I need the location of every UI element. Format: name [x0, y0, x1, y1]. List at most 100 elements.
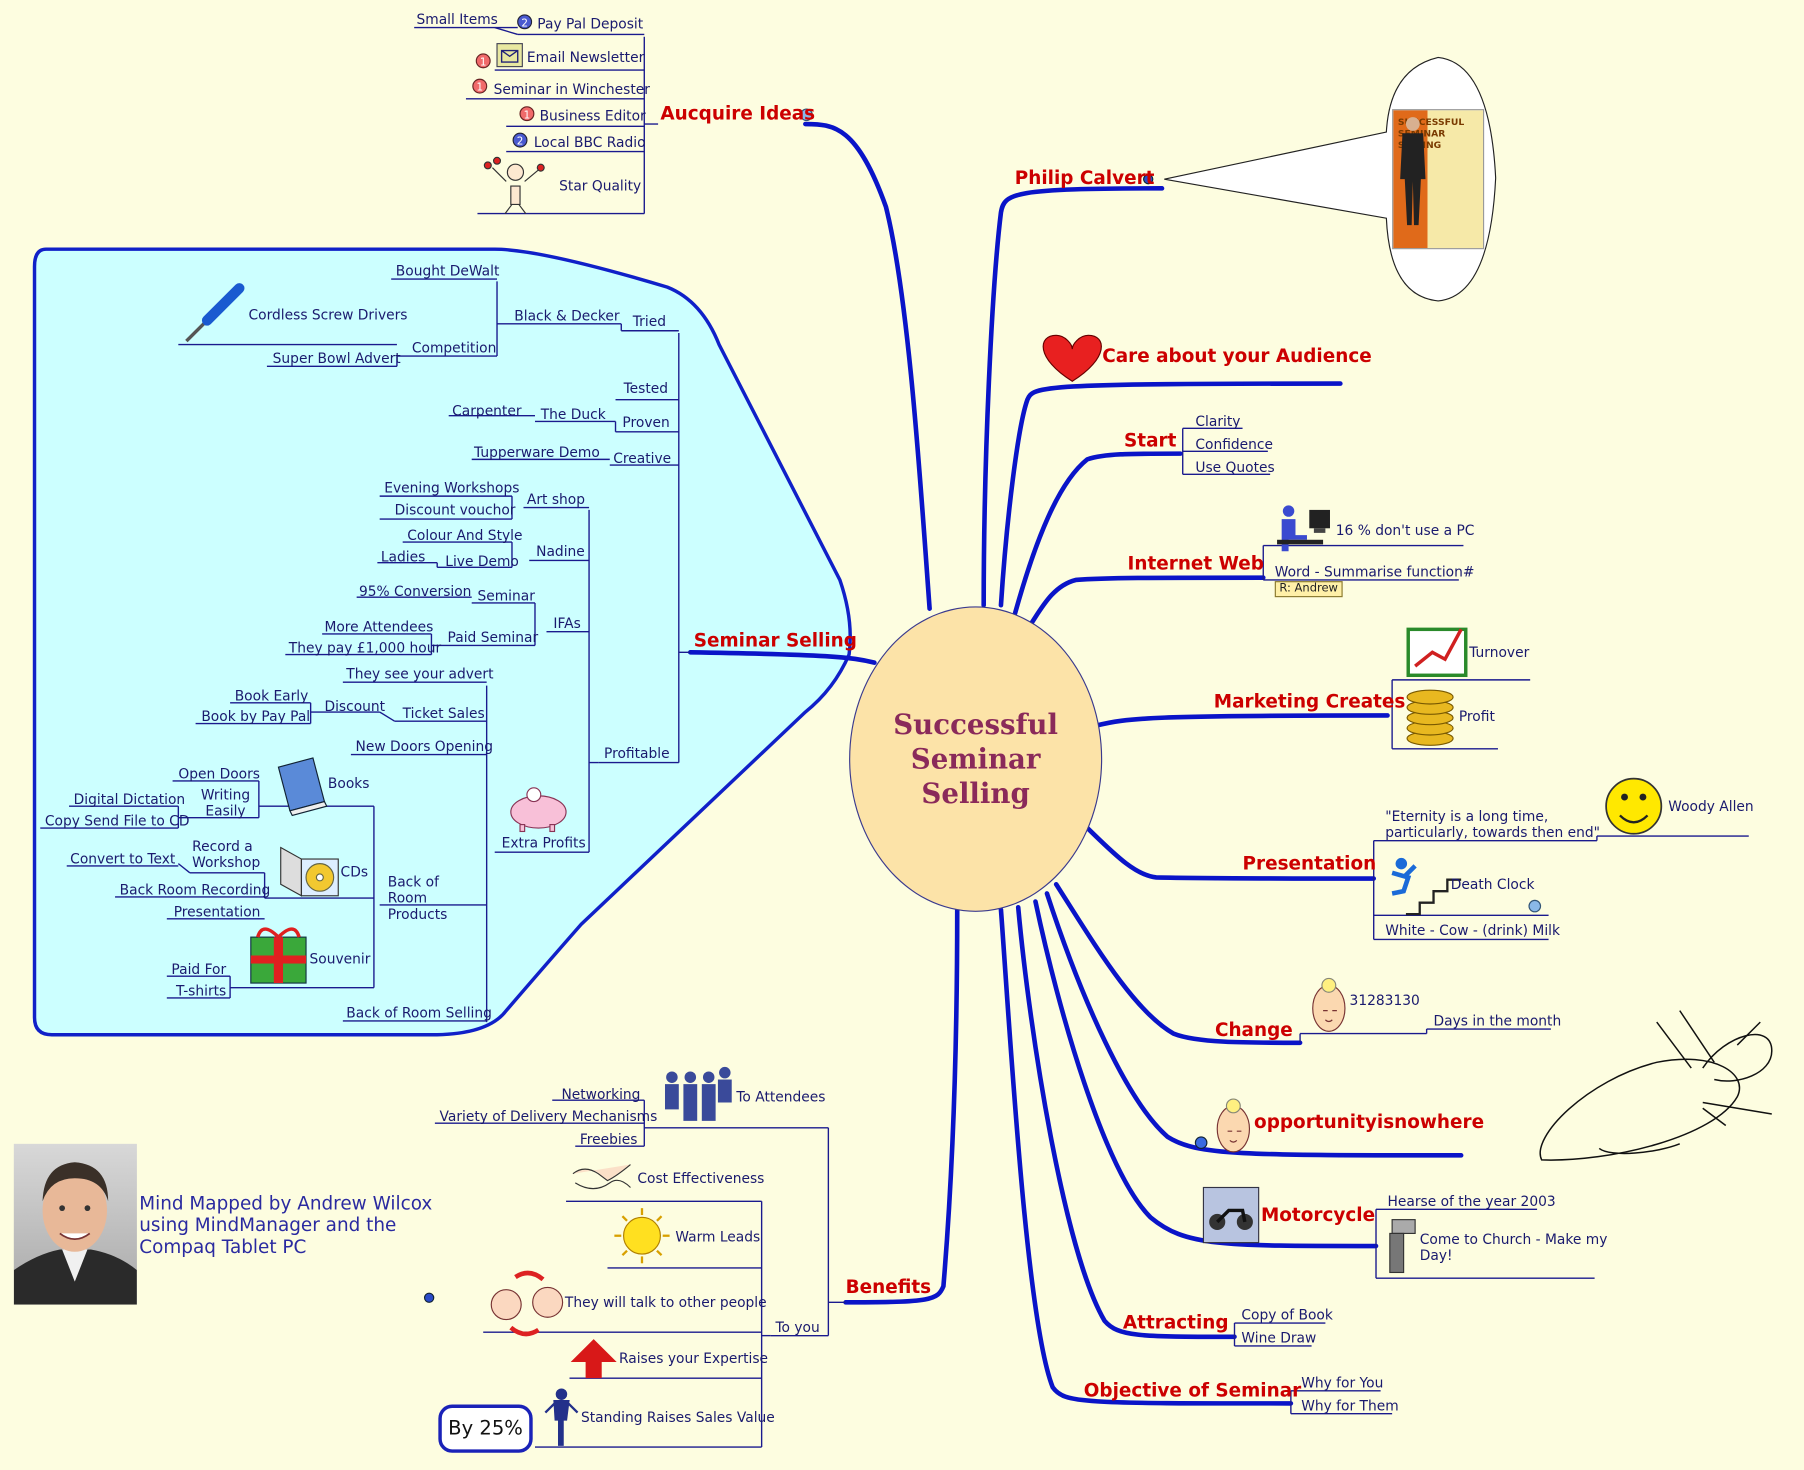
author-photo-drawing	[13, 1162, 137, 1305]
link-icon-left	[423, 1292, 435, 1303]
radio-priority-icon: 2	[512, 132, 528, 148]
death-clock: Death Clock	[1450, 876, 1535, 893]
sun-icon	[614, 1208, 670, 1264]
email-priority-icon: 1	[475, 53, 491, 68]
cost-effectiveness: Cost Effectiveness	[637, 1170, 765, 1187]
topic-opportunity[interactable]: opportunityisnowhere	[1254, 1110, 1485, 1133]
idea-head-icon-2	[1216, 1098, 1251, 1153]
hearse: Hearse of the year 2003	[1387, 1193, 1556, 1210]
topic-start[interactable]: Start	[1124, 429, 1177, 452]
topic-attracting[interactable]: Attracting	[1122, 1311, 1229, 1334]
copy-send-file: Copy Send File to CD	[44, 813, 190, 830]
editor-priority-icon: 1	[519, 106, 535, 121]
svg-text:2: 2	[517, 136, 524, 148]
tried: Tried	[632, 313, 666, 330]
evening-workshops: Evening Workshops	[384, 480, 520, 497]
to-you: To you	[775, 1319, 820, 1336]
gift-icon	[250, 927, 307, 984]
colour-and-style: Colour And Style	[407, 527, 523, 544]
discount: Discount	[324, 698, 386, 715]
ticket-sales: Ticket Sales	[402, 705, 485, 722]
writing-easily: Writing Easily	[200, 786, 251, 819]
topic-internet-web[interactable]: Internet Web	[1127, 552, 1264, 575]
topic-objective[interactable]: Objective of Seminar	[1083, 1379, 1302, 1402]
heart-icon	[1042, 334, 1102, 382]
networking: Networking	[561, 1086, 641, 1103]
tupperware-demo: Tupperware Demo	[474, 444, 600, 461]
author-photo	[13, 1143, 137, 1305]
carpenter: Carpenter	[452, 403, 522, 420]
topic-care-audience[interactable]: Care about your Audience	[1102, 344, 1372, 367]
days-in-month: Days in the month	[1433, 1012, 1562, 1030]
proven: Proven	[622, 414, 670, 431]
warm-leads: Warm Leads	[675, 1228, 761, 1245]
central-topic[interactable]: Successful Seminar Selling	[849, 606, 1103, 912]
start-clarity: Clarity	[1195, 413, 1241, 430]
eternity-quote: "Eternity is a long time, particularly, …	[1385, 808, 1601, 841]
svg-text:1: 1	[480, 56, 487, 68]
conversion: 95% Conversion	[358, 583, 472, 600]
competition: Competition	[411, 339, 497, 357]
gossip-icon	[490, 1270, 564, 1337]
profitable: Profitable	[604, 745, 670, 762]
cds: CDs	[340, 863, 369, 880]
seminar-selling-boundary	[32, 247, 852, 1037]
change-number: 31283130	[1349, 992, 1420, 1009]
paypal-priority-icon: 2	[517, 14, 533, 29]
smiley-icon	[1605, 777, 1663, 835]
super-bowl-advert: Super Bowl Advert	[272, 350, 401, 367]
coins-icon	[1406, 689, 1454, 746]
motorcycle-icon	[1202, 1186, 1260, 1244]
standing-person-icon	[544, 1388, 579, 1446]
they-see-advert: They see your advert	[346, 666, 494, 683]
acquire-email-newsletter: Email Newsletter	[526, 49, 645, 66]
cd-icon	[280, 846, 339, 897]
talk-to-others: They will talk to other people	[564, 1294, 767, 1311]
by-25-badge: By 25%	[438, 1404, 533, 1453]
ifas: IFAs	[553, 615, 581, 632]
topic-presentation[interactable]: Presentation	[1242, 852, 1377, 874]
priority-2-text: 2	[521, 17, 528, 29]
bought-dewalt: Bought DeWalt	[395, 262, 500, 280]
topic-change[interactable]: Change	[1214, 1018, 1293, 1041]
souvenir: Souvenir	[309, 950, 371, 967]
back-of-room-selling: Back of Room Selling	[346, 1004, 492, 1021]
digital-dictation: Digital Dictation	[73, 791, 186, 808]
start-use-quotes: Use Quotes	[1195, 459, 1275, 476]
creative: Creative	[613, 450, 672, 467]
topic-philip-calvert[interactable]: Philip Calvert	[1014, 166, 1155, 189]
acquire-business-editor: Business Editor	[539, 107, 646, 125]
idea-head-icon	[1312, 977, 1346, 1032]
topic-benefits[interactable]: Benefits	[845, 1275, 932, 1298]
variety-delivery: Variety of Delivery Mechanisms	[439, 1108, 658, 1125]
central-topic-title: Successful Seminar Selling	[893, 707, 1059, 810]
topic-seminar-selling[interactable]: Seminar Selling	[693, 629, 857, 652]
book-early: Book Early	[234, 687, 309, 704]
review-note[interactable]: R: Andrew	[1274, 581, 1343, 598]
topic-marketing-creates[interactable]: Marketing Creates	[1213, 690, 1406, 713]
more-attendees: More Attendees	[324, 619, 434, 636]
stairs-fall-icon	[1391, 857, 1462, 916]
freebies: Freebies	[579, 1131, 638, 1148]
turnover: Turnover	[1469, 644, 1530, 661]
paid-seminar: Paid Seminar	[447, 629, 539, 646]
topic-acquire-ideas[interactable]: Aucquire Ideas	[660, 102, 816, 125]
tested: Tested	[623, 380, 669, 397]
svg-text:1: 1	[476, 82, 483, 94]
discount-vouchor: Discount vouchor	[394, 501, 516, 518]
winchester-priority-icon: 1	[472, 78, 488, 94]
attachment-icon-2	[1528, 899, 1542, 913]
woody-allen: Woody Allen	[1668, 798, 1754, 815]
cordless-screw-drivers: Cordless Screw Drivers	[248, 306, 408, 323]
topic-motorcycle[interactable]: Motorcycle	[1260, 1203, 1376, 1226]
attachment-icon	[800, 108, 813, 122]
ifa-seminar: Seminar	[477, 588, 535, 605]
link-icon	[1143, 173, 1154, 185]
acquire-local-radio: Local BBC Radio	[533, 134, 646, 151]
ladies: Ladies	[380, 548, 426, 566]
email-newsletter-icon	[496, 43, 523, 68]
acquire-seminar-winchester: Seminar in Winchester	[493, 81, 650, 98]
to-attendees: To Attendees	[736, 1088, 826, 1105]
extra-profits: Extra Profits	[501, 834, 586, 851]
acquire-paypal-deposit: Pay Pal Deposit	[537, 16, 644, 33]
